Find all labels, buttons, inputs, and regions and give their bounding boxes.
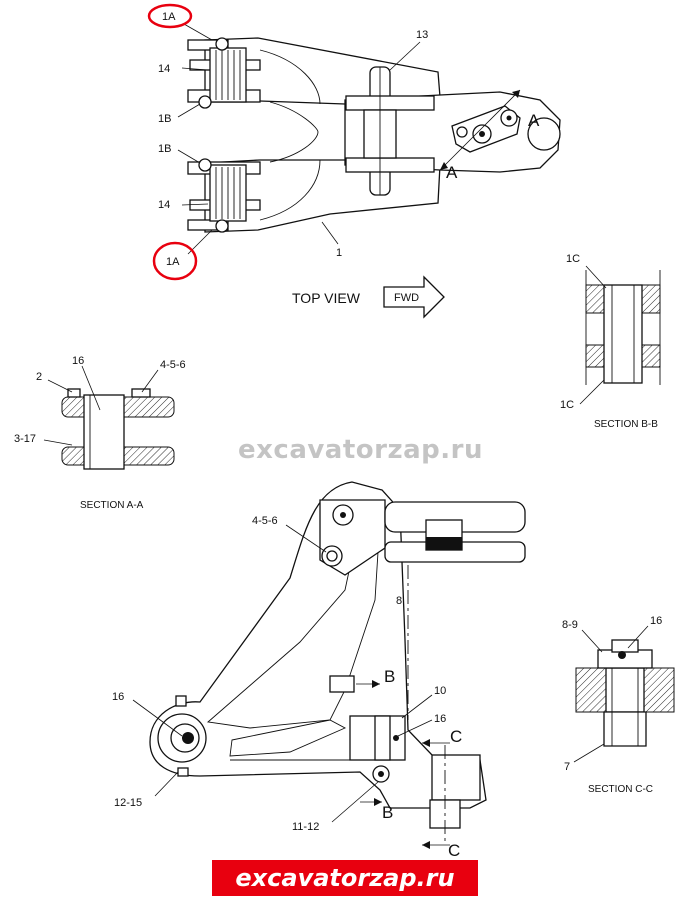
- label-1: 1: [336, 247, 342, 259]
- label-14-top: 14: [158, 63, 170, 75]
- label-section-a-right: A: [528, 111, 540, 130]
- label-section-c-top: C: [450, 727, 462, 746]
- highlight-1a-top: [147, 3, 193, 29]
- label-1c-top: 1C: [566, 253, 580, 265]
- label-13: 13: [416, 29, 428, 41]
- label-cc-89: 8-9: [562, 619, 578, 631]
- label-aa-2: 2: [36, 371, 42, 383]
- label-1b-lower: 1B: [158, 143, 171, 155]
- label-side-8: 8: [396, 595, 402, 607]
- label-side-1112: 11-12: [292, 821, 319, 833]
- label-side-16-right: 16: [434, 713, 446, 725]
- label-section-b-top: B: [384, 667, 395, 686]
- label-1b-upper: 1B: [158, 113, 171, 125]
- section-bb-drawing: [579, 265, 661, 405]
- label-1a-bottom: 1A: [166, 256, 180, 268]
- label-section-b-bottom: B: [382, 803, 393, 822]
- top-view-title: TOP VIEW: [292, 290, 361, 306]
- section-bb-title: SECTION B-B: [594, 419, 658, 430]
- section-aa-title: SECTION A-A: [80, 500, 144, 511]
- section-cc-title: SECTION C-C: [588, 784, 653, 795]
- label-aa-16: 16: [72, 355, 84, 367]
- label-1a-top: 1A: [162, 11, 176, 23]
- fwd-arrow-icon: [383, 275, 445, 319]
- label-section-c-bottom: C: [448, 841, 460, 860]
- label-side-10: 10: [434, 685, 446, 697]
- label-side-16-left: 16: [112, 691, 124, 703]
- label-section-a-lower: A: [446, 163, 458, 182]
- site-banner[interactable]: excavatorzap.ru: [212, 860, 478, 896]
- label-aa-456: 4-5-6: [160, 359, 186, 371]
- watermark: excavatorzap.ru: [238, 435, 483, 465]
- label-cc-7: 7: [564, 761, 570, 773]
- label-cc-16: 16: [650, 615, 662, 627]
- label-aa-317: 3-17: [14, 433, 36, 445]
- label-1c-bottom: 1C: [560, 399, 574, 411]
- fwd-label: FWD: [394, 292, 419, 304]
- highlight-1a-bottom: [152, 241, 198, 281]
- label-side-456: 4-5-6: [252, 515, 278, 527]
- section-aa-drawing: [43, 365, 175, 470]
- side-view-drawing: [132, 481, 526, 849]
- top-view-drawing: [177, 23, 561, 255]
- label-side-1215: 12-15: [114, 797, 142, 809]
- label-14-bottom: 14: [158, 199, 170, 211]
- section-cc-drawing: [573, 625, 675, 763]
